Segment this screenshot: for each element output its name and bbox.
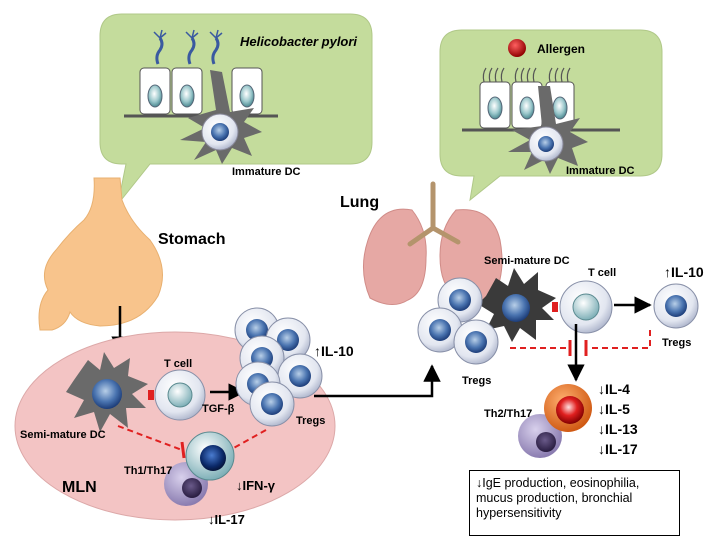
cytokine-item: ↓IL-4 bbox=[598, 381, 630, 397]
ifng-label: ↓IFN-γ bbox=[236, 478, 276, 493]
allergen-label: Allergen bbox=[537, 42, 585, 56]
mln-il10-label: ↑IL-10 bbox=[314, 343, 354, 359]
immature-dc-icon bbox=[508, 86, 588, 174]
mln-to-lung-arrow bbox=[314, 364, 441, 398]
mln-th-label: Th1/Th17 bbox=[124, 465, 172, 477]
lung-treg-right-icon bbox=[653, 283, 699, 329]
cytokine-item: ↓IL-5 bbox=[598, 401, 630, 417]
stomach-label: Stomach bbox=[158, 231, 226, 248]
stomach-bubble: Helicobacter pylori Immature DC bbox=[99, 13, 373, 205]
synapse-marker bbox=[148, 390, 154, 400]
stomach-organ: Stomach bbox=[38, 177, 226, 331]
lung-cytokine-list: ↓IL-4 ↓IL-5 ↓IL-13 ↓IL-17 bbox=[598, 381, 638, 457]
treg-cluster bbox=[234, 307, 323, 427]
mln-il17-label: ↓IL-17 bbox=[208, 512, 245, 527]
mln-label: MLN bbox=[62, 479, 97, 496]
tgf-label: TGF-β bbox=[202, 403, 235, 415]
outcome-summary-box: ↓IgE production, eosinophilia, mucus pro… bbox=[469, 470, 680, 536]
th2-th17-icon bbox=[518, 384, 592, 458]
outcome-summary-text: ↓IgE production, eosinophilia, mucus pro… bbox=[476, 476, 640, 520]
epithelial-cells bbox=[124, 67, 278, 118]
lung-tcell-icon bbox=[559, 280, 613, 334]
lung-th-label: Th2/Th17 bbox=[484, 408, 532, 420]
lung-treg-left-cluster bbox=[417, 277, 499, 365]
lung-bubble: Allergen Immature DC bbox=[439, 29, 663, 202]
cytokine-item: ↓IL-17 bbox=[598, 441, 638, 457]
lung-treg-left-label: Tregs bbox=[462, 375, 491, 387]
semi-mature-dc-icon bbox=[66, 352, 148, 432]
lung-label: Lung bbox=[340, 194, 379, 211]
lung-semi-mature-dc-icon bbox=[478, 268, 556, 342]
lung-synapse-marker bbox=[552, 302, 558, 312]
mln-dc-label: Semi-mature DC bbox=[20, 429, 106, 441]
allergen-icon bbox=[508, 39, 526, 57]
mln-treg-label: Tregs bbox=[296, 415, 325, 427]
immature-dc-icon bbox=[180, 70, 262, 164]
lung-treg-right-label: Tregs bbox=[662, 337, 691, 349]
immature-dc-label: Immature DC bbox=[566, 165, 635, 177]
mln-tcell-label: T cell bbox=[164, 358, 192, 370]
lung-il10-label: ↑IL-10 bbox=[664, 264, 704, 280]
bacterium-icon bbox=[153, 29, 223, 65]
immature-dc-label: Immature DC bbox=[232, 166, 301, 178]
th1-th17-icon bbox=[164, 431, 235, 506]
cytokine-item: ↓IL-13 bbox=[598, 421, 638, 437]
lung-tcell-label: T cell bbox=[588, 267, 616, 279]
lung-dc-label: Semi-mature DC bbox=[484, 255, 570, 267]
tcell-icon bbox=[154, 369, 206, 421]
bacterium-label: Helicobacter pylori bbox=[240, 34, 357, 49]
lung-inhibition bbox=[510, 330, 651, 356]
